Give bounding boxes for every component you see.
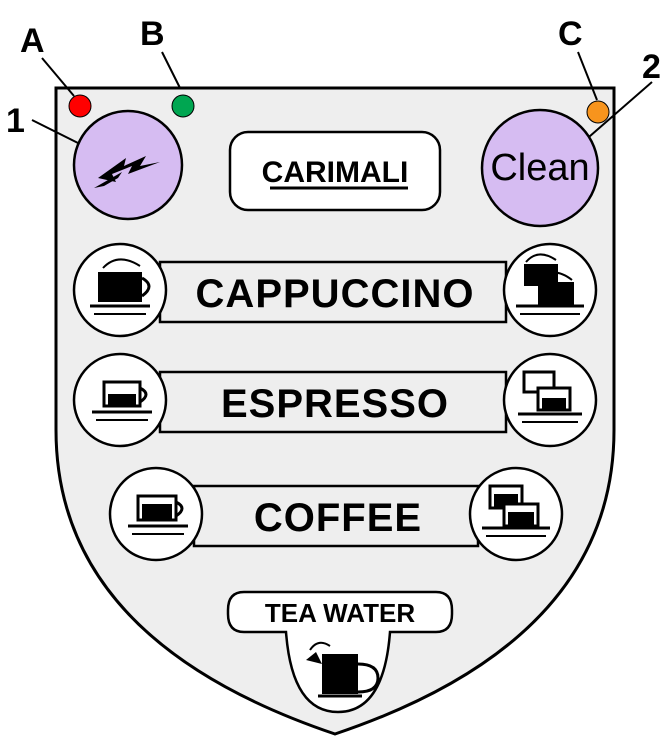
leader-b [161,51,181,89]
coffee-cup-icon [128,494,188,535]
espresso-single-button[interactable] [72,352,168,448]
indicator-led-a [68,94,92,118]
cappuccino-double-button[interactable] [502,242,598,338]
tea-water-button[interactable]: TEA WATER [226,590,454,714]
cappuccino-cup-icon [90,258,151,315]
wrench-icon [94,156,160,188]
leader-a [41,57,75,97]
espresso-double-button[interactable] [502,352,598,448]
callout-1: 1 [6,102,25,140]
indicator-led-b [171,94,195,118]
service-button[interactable] [72,109,184,221]
svg-text:CARIMALI: CARIMALI [262,156,409,189]
cappuccino-single-button[interactable] [72,242,168,338]
leader-c [577,51,598,101]
callout-b: B [140,15,165,53]
coffee-label: COFFEE [254,496,422,540]
carimali-logo: CARIMALI [228,130,442,212]
double-coffee-cup-icon [482,484,550,537]
callout-c: C [558,15,583,53]
cappuccino-row: CAPPUCCINO [72,242,598,338]
callout-a: A [20,22,45,60]
callout-2: 2 [642,48,661,86]
coffee-row: COFFEE [108,466,564,562]
tea-water-label: TEA WATER [265,598,415,628]
clean-button-label: Clean [490,147,589,189]
double-cappuccino-cup-icon [516,253,584,315]
indicator-led-c [586,100,610,124]
cappuccino-label: CAPPUCCINO [196,272,475,316]
teapot-icon [306,641,380,698]
coffee-double-button[interactable] [468,466,564,562]
coffee-single-button[interactable] [108,466,204,562]
double-espresso-cup-icon [518,370,582,423]
espresso-cup-icon [92,380,152,421]
panel-body [54,86,616,736]
clean-button[interactable]: Clean [480,108,600,228]
espresso-row: ESPRESSO [72,352,598,448]
espresso-label: ESPRESSO [221,382,449,426]
